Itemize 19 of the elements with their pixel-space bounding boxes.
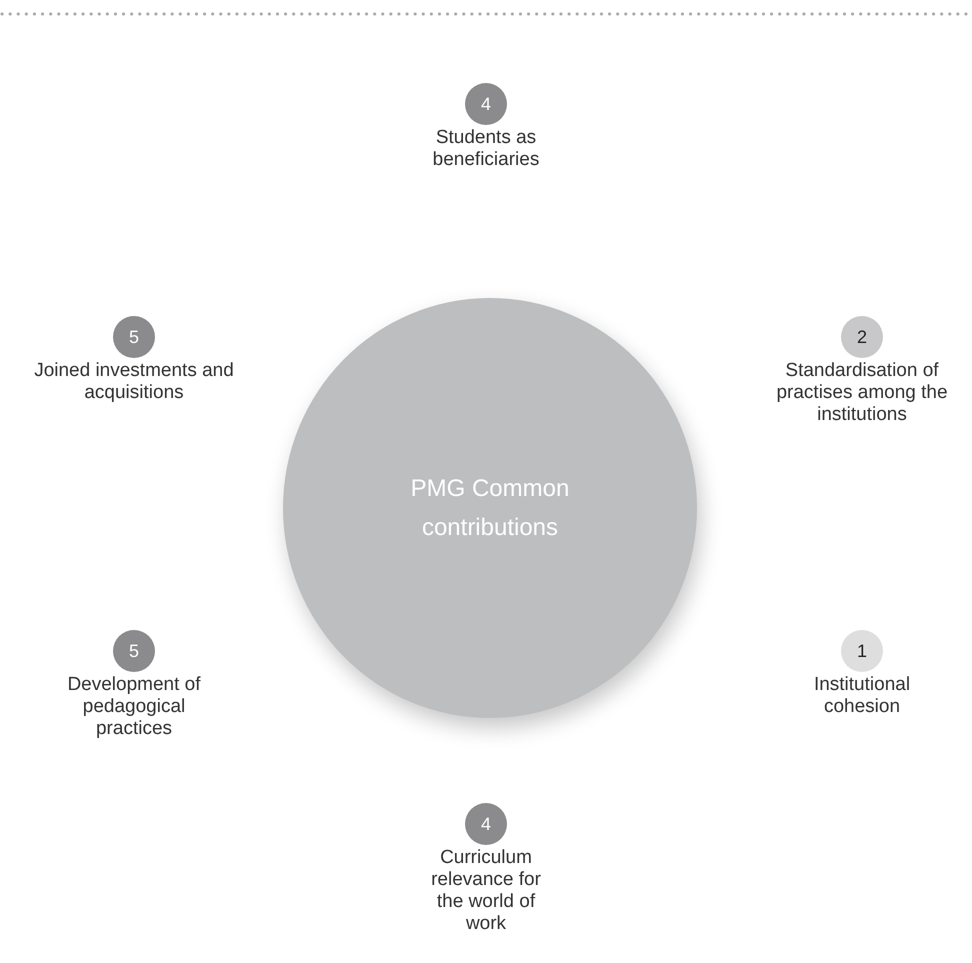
category-label: Joined investments and acquisitions bbox=[34, 360, 234, 404]
score-number: 4 bbox=[480, 94, 491, 114]
category-label: Development of pedagogical practices bbox=[66, 674, 202, 740]
center-title: PMG Common contributions bbox=[410, 474, 570, 543]
score-number: 2 bbox=[856, 326, 867, 348]
score-number: 5 bbox=[128, 326, 139, 348]
score-number: 4 bbox=[480, 814, 491, 834]
score-number: 1 bbox=[856, 640, 867, 662]
number-circle bbox=[841, 630, 883, 672]
category-label: Students as beneficiaries bbox=[432, 127, 540, 171]
category-label: Curriculum relevance for the world of work bbox=[430, 847, 542, 935]
number-circle bbox=[841, 316, 883, 358]
number-circle bbox=[113, 316, 155, 358]
number-circle bbox=[113, 630, 155, 672]
number-circle bbox=[465, 803, 507, 845]
score-number: 5 bbox=[128, 640, 139, 662]
category-label: Standardisation of practises among the institutions bbox=[775, 360, 949, 426]
number-circle bbox=[465, 83, 507, 125]
category-label: Institutional cohesion bbox=[812, 674, 912, 718]
